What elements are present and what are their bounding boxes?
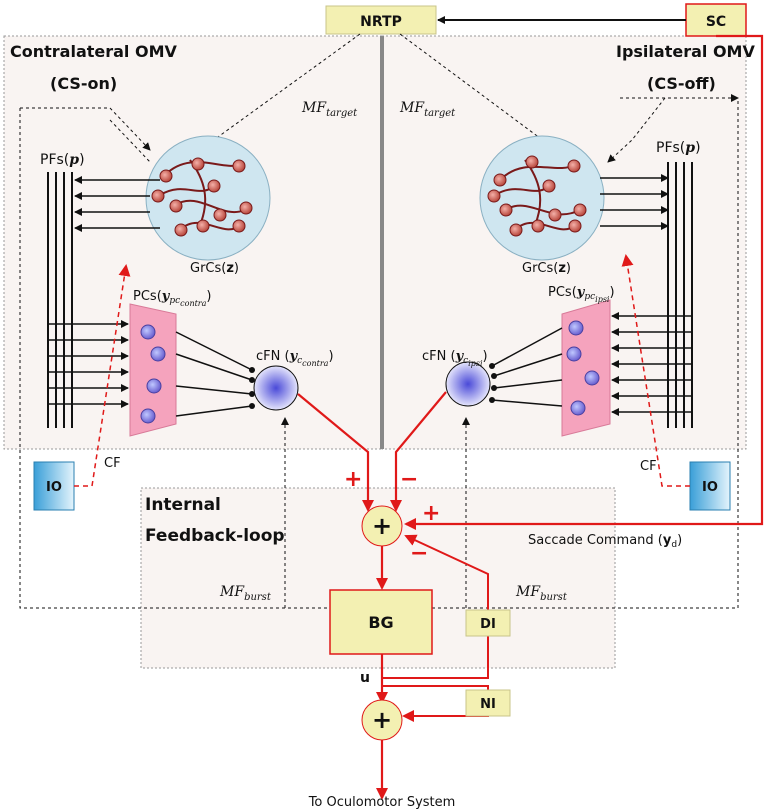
mf-burst-left-loop — [19, 108, 328, 609]
di-feedback-arrow — [404, 534, 489, 610]
contra-grc-cluster — [145, 135, 271, 261]
ipsi-cfn-to-sum-arrow — [390, 391, 447, 512]
mf-target-label-right: MFtarget — [399, 100, 456, 119]
ipsi-cfn-label: cFN (ycipsi) — [422, 349, 488, 368]
di-label: DI — [480, 617, 496, 632]
ipsi-pcs-label: PCs(ypcipsi) — [548, 285, 615, 304]
internal-title-line2: Feedback-loop — [145, 526, 285, 546]
cf-label-right: CF — [640, 459, 657, 474]
contra-grc-connections — [159, 159, 246, 231]
io-label-right: IO — [702, 480, 718, 495]
contra-cfn — [253, 365, 299, 411]
saccade-command-label: Saccade Command (yd) — [528, 533, 682, 550]
ipsi-pc-layer — [561, 299, 611, 437]
contralateral-subtitle: (CS-on) — [50, 74, 117, 93]
sc-label: SC — [706, 14, 726, 30]
saccade-command-arrow — [404, 34, 764, 530]
io-box-left — [33, 461, 75, 511]
mf-burst-right-loop — [432, 100, 739, 609]
ipsi-pfs-label: PFs(p) — [656, 140, 701, 156]
ipsi-pc-to-cfn-links — [489, 327, 563, 407]
contra-cfn-label: cFN (yccontra) — [256, 349, 334, 368]
plus-sign-contra: + — [344, 467, 362, 492]
nrtp-to-ipsi-grcs-arrow — [399, 33, 557, 151]
contralateral-title: Contralateral OMV — [10, 42, 178, 61]
io-box-right — [689, 461, 731, 511]
ipsi-pf-to-pc-arrows — [611, 312, 692, 416]
sum-symbol-main: + — [372, 512, 392, 540]
mf-target-label-left: MFtarget — [301, 100, 358, 119]
mf-loop-arrow-left-b — [109, 119, 151, 163]
ipsi-pc-cells — [566, 320, 600, 416]
ipsi-grc-cells — [487, 155, 587, 237]
to-oculomotor-label: To Oculomotor System — [308, 795, 456, 809]
bg-label: BG — [368, 613, 393, 632]
summing-junction-output — [361, 699, 403, 741]
bg-box — [329, 589, 433, 655]
mf-loop-arrow-left-a — [20, 107, 151, 151]
contra-cfn-to-sum-arrow — [297, 393, 374, 512]
ipsi-grcs-label: GrCs(z) — [522, 261, 571, 276]
contra-pc-to-cfn-links — [175, 331, 255, 417]
contra-pc-layer — [129, 303, 177, 437]
plus-sign-saccade: + — [422, 501, 440, 526]
ipsi-grc-to-pf-arrows — [600, 174, 669, 230]
ipsilateral-subtitle: (CS-off) — [647, 74, 716, 93]
ipsi-cfn — [445, 361, 491, 407]
nrtp-label: NRTP — [360, 14, 402, 30]
contra-grc-cells — [151, 157, 253, 237]
nrtp-box — [325, 5, 437, 35]
nrtp-to-contra-grcs-arrow — [199, 33, 361, 151]
mf-burst-label-left: MFburst — [219, 584, 272, 603]
di-box — [465, 609, 511, 637]
ni-label: NI — [480, 697, 496, 712]
contra-pfs-label: PFs(p) — [40, 152, 85, 168]
cf-label-left: CF — [104, 456, 121, 471]
cf-arrow-right — [621, 254, 690, 487]
contra-pf-bundle — [47, 172, 73, 428]
cf-arrow-left — [74, 264, 131, 487]
ipsilateral-title: Ipsilateral OMV — [616, 42, 755, 61]
contra-grc-to-pf-arrows — [74, 176, 160, 232]
io-label-left: IO — [46, 480, 62, 495]
contra-pcs-label: PCs(ypccontra) — [133, 289, 211, 308]
sc-box — [685, 3, 747, 37]
summing-junction-main — [361, 505, 403, 547]
internal-title-line1: Internal — [145, 495, 221, 515]
contra-pc-cells — [140, 324, 166, 424]
ni-box — [465, 689, 511, 717]
ipsi-grc-connections — [494, 159, 581, 231]
mf-burst-label-right: MFburst — [515, 584, 568, 603]
sum-symbol-output: + — [372, 706, 392, 734]
ni-path-arrow — [381, 678, 489, 722]
u-label: u — [360, 670, 370, 686]
minus-sign-ipsi: − — [400, 467, 418, 492]
contra-grcs-label: GrCs(z) — [190, 261, 239, 276]
minus-sign-feedback: − — [410, 541, 428, 566]
bg-to-di-line — [382, 620, 489, 679]
